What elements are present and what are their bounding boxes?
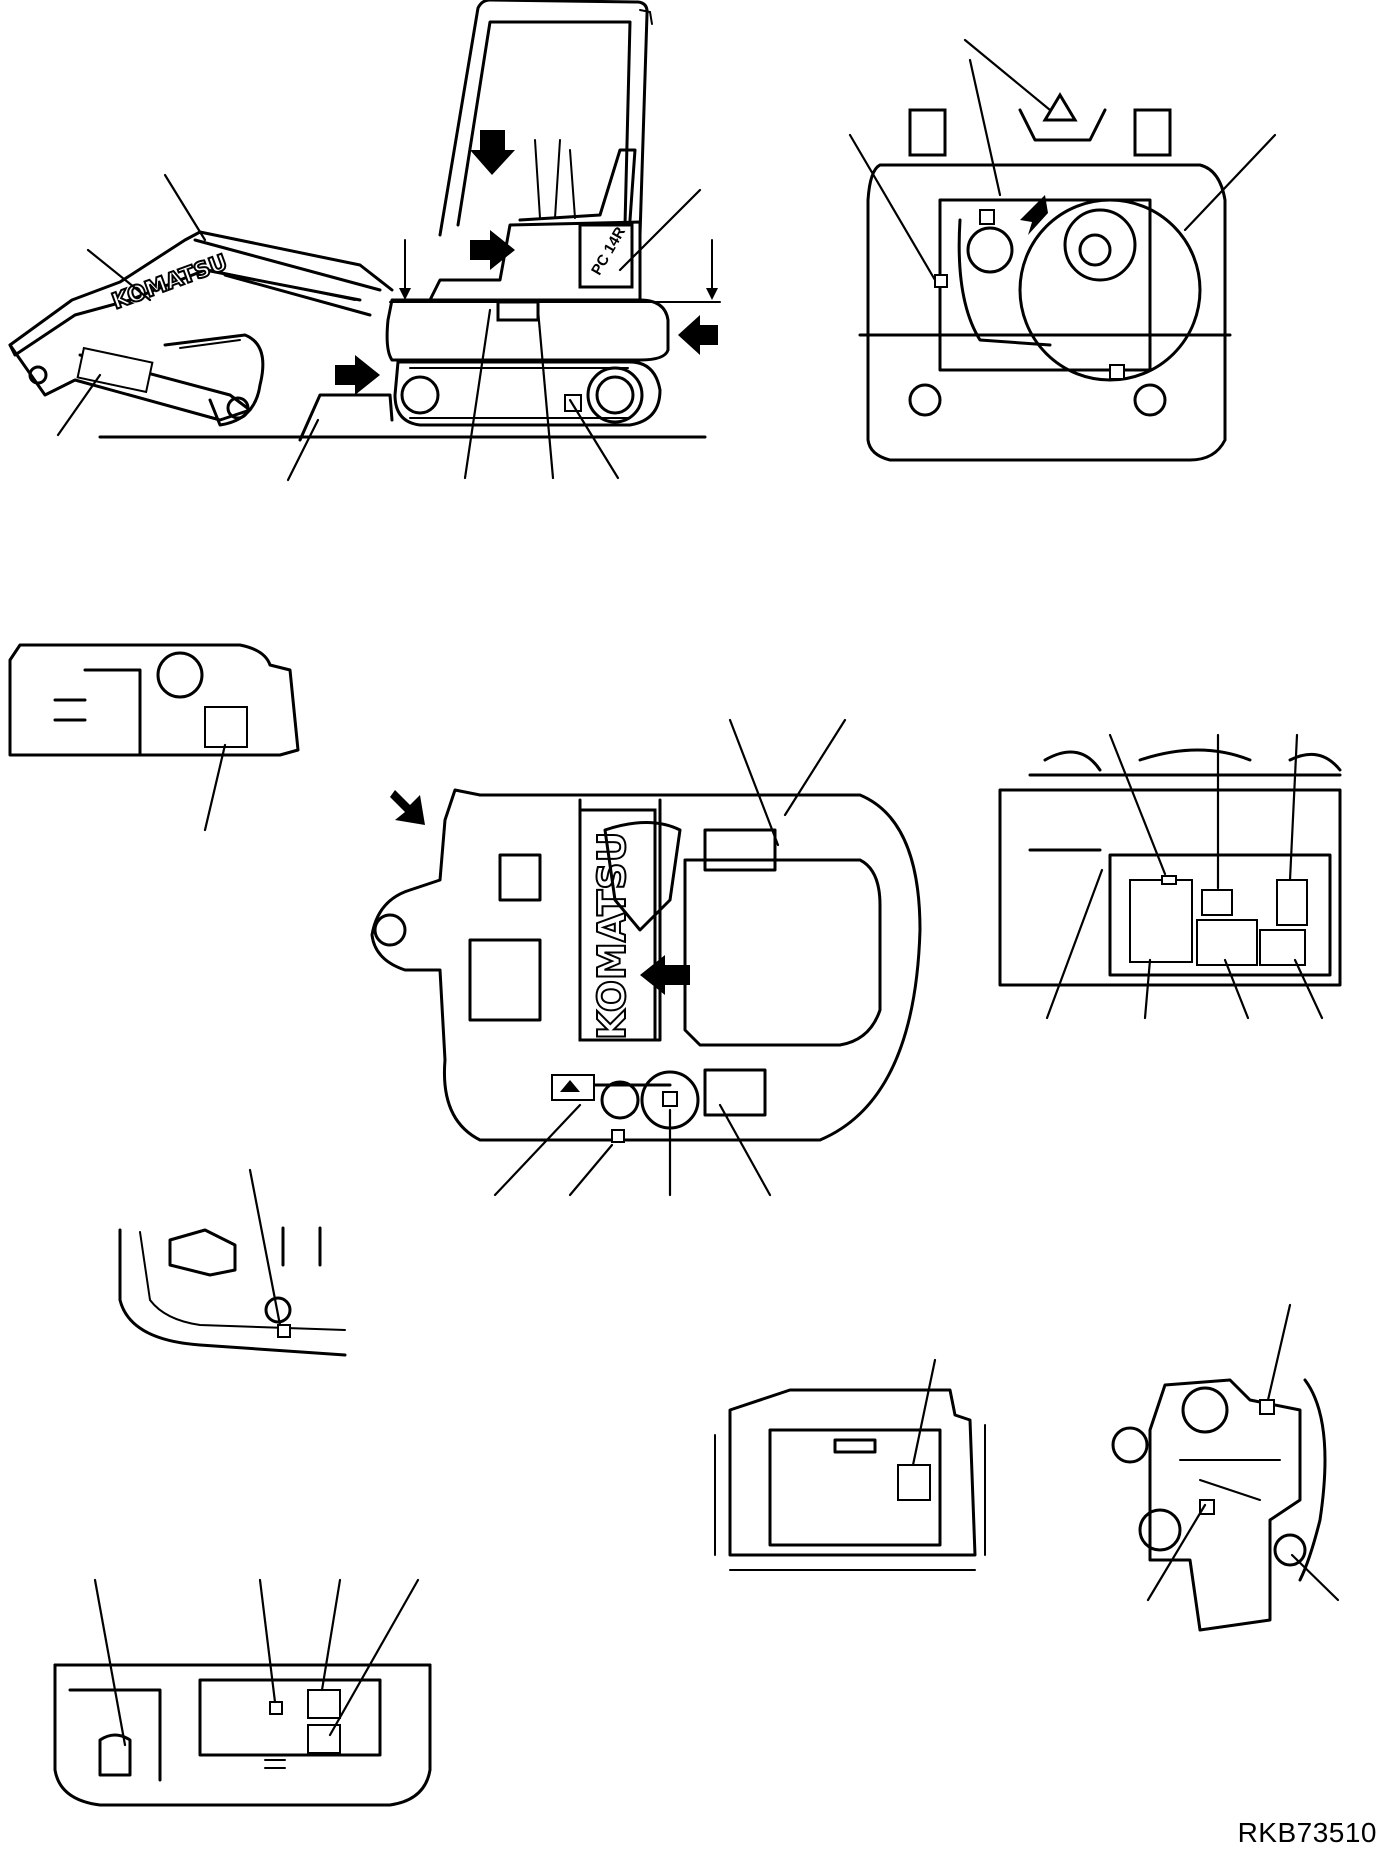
top-logo: KOMATSU: [590, 832, 634, 1040]
excavator-side-view: PC 14R KOMATSU: [8, 0, 721, 482]
battery-cover-view: [714, 1358, 986, 1571]
arrow-icon: [678, 315, 718, 355]
engine-view: [1111, 1303, 1340, 1632]
arrow-icon: [335, 355, 380, 395]
arrow-icon: [640, 955, 690, 995]
arrow-icon: [1020, 195, 1050, 235]
left-cover-detail: [8, 643, 300, 832]
drawing-code: RKB73510: [1237, 1817, 1377, 1848]
bottom-rear-panel: [53, 1578, 432, 1807]
excavator-top-view: KOMATSU: [370, 718, 922, 1197]
floor-detail: [118, 1168, 347, 1357]
right-side-panel-view: [998, 733, 1342, 1020]
arrow-icon: [390, 790, 425, 825]
excavator-rear-view: [848, 38, 1277, 462]
arrow-icon: [470, 130, 515, 175]
arrow-icon: [470, 230, 515, 270]
